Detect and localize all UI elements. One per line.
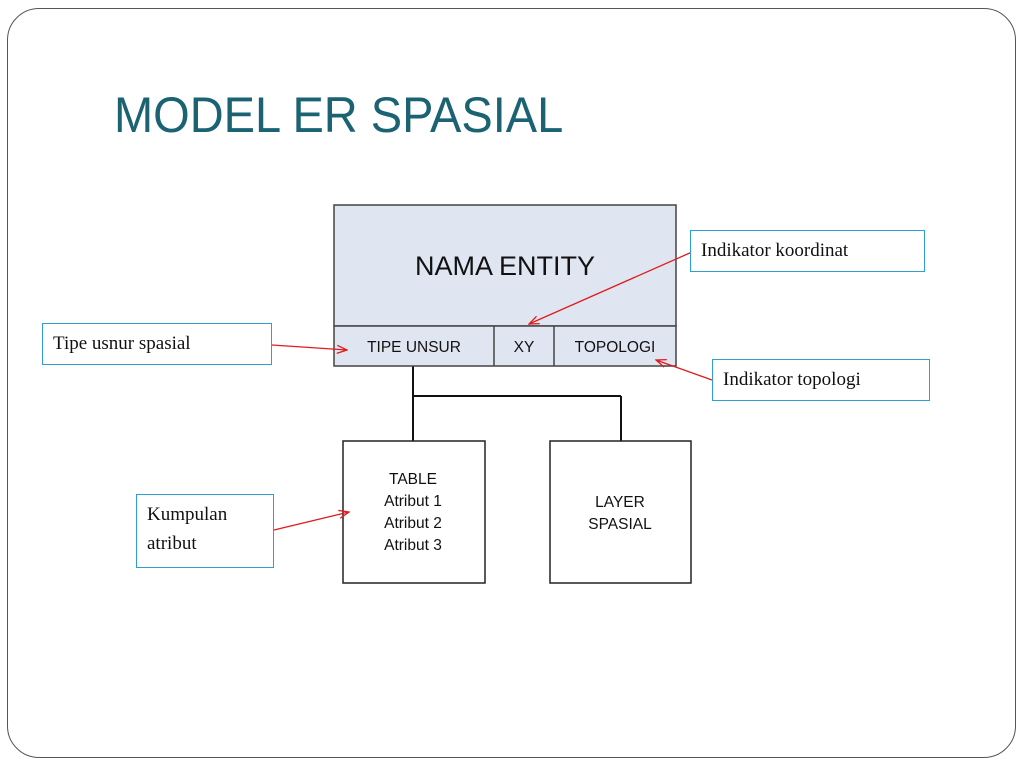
arrow-tipe-usnur-spasial bbox=[271, 344, 347, 350]
cell-topologi: TOPOLOGI bbox=[575, 339, 656, 356]
callout-indikator-koordinat: Indikator koordinat bbox=[690, 230, 925, 272]
arrow-indikator-koordinat bbox=[529, 251, 693, 324]
arrow-indikator-topologi bbox=[656, 360, 713, 381]
entity-attribute-row bbox=[333, 325, 677, 367]
arrow-kumpulan-atribut bbox=[273, 512, 349, 531]
cell-tipe-unsur: TIPE UNSUR bbox=[367, 339, 461, 356]
table-box: TABLE Atribut 1 Atribut 2 Atribut 3 bbox=[342, 440, 486, 584]
table-box-line-2: Atribut 1 bbox=[384, 493, 442, 510]
table-box-line-3: Atribut 2 bbox=[384, 515, 442, 532]
layer-box-frame bbox=[549, 440, 692, 584]
table-box-line-4: Atribut 3 bbox=[384, 537, 442, 554]
table-box-line-1: TABLE bbox=[389, 471, 437, 488]
layer-box-line-1: LAYER bbox=[595, 494, 645, 511]
callout-tipe-usnur-spasial: Tipe usnur spasial bbox=[42, 323, 272, 365]
slide-title: MODEL ER SPASIAL bbox=[114, 87, 564, 143]
callout-indikator-topologi: Indikator topologi bbox=[712, 359, 930, 401]
layer-box: LAYER SPASIAL bbox=[549, 440, 692, 584]
entity-name: NAMA ENTITY bbox=[415, 251, 595, 281]
table-box-frame bbox=[342, 440, 486, 584]
layer-box-line-2: SPASIAL bbox=[588, 516, 652, 533]
entity-box: NAMA ENTITY TIPE UNSUR XY TOPOLOGI bbox=[333, 204, 677, 367]
cell-xy: XY bbox=[514, 339, 535, 356]
entity-connectors bbox=[412, 366, 622, 441]
entity-header bbox=[333, 204, 677, 327]
callout-arrows bbox=[271, 251, 713, 531]
callout-kumpulan-atribut: Kumpulan atribut bbox=[136, 494, 274, 568]
